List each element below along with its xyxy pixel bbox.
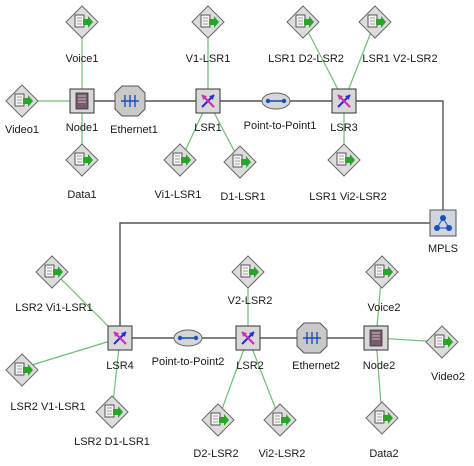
server-icon xyxy=(69,88,95,114)
link-d2lsr2-lsr2 xyxy=(217,337,249,421)
link-vi2lsr2-lsr2 xyxy=(247,337,281,421)
node-lsr2-vi1-lsr1[interactable]: LSR2 Vi1-LSR1 xyxy=(15,255,93,314)
node-label: Node1 xyxy=(66,122,98,134)
application-icon xyxy=(5,84,39,118)
node-label: V2-LSR2 xyxy=(228,295,273,307)
node-v1-lsr1[interactable]: V1-LSR1 xyxy=(186,5,231,65)
router-icon xyxy=(107,325,133,351)
mpls-cloud-icon xyxy=(429,209,457,237)
node-label: Vi2-LSR2 xyxy=(259,448,306,460)
link-lsr1d2-lsr3 xyxy=(302,21,345,102)
node-label: Node2 xyxy=(363,360,395,372)
application-icon xyxy=(191,5,225,39)
point-to-point-icon xyxy=(173,329,203,347)
node-v2-lsr2[interactable]: V2-LSR2 xyxy=(228,255,273,307)
application-icon xyxy=(65,5,99,39)
link-lsr1v2-lsr3 xyxy=(343,21,376,102)
node-label: D2-LSR2 xyxy=(193,448,238,460)
node-vi2-lsr2[interactable]: Vi2-LSR2 xyxy=(259,403,306,460)
node-point-to-point2[interactable]: Point-to-Point2 xyxy=(152,329,225,368)
node-label: LSR2 V1-LSR1 xyxy=(10,401,85,413)
node-label: LSR1 D2-LSR2 xyxy=(268,53,344,65)
node-data2[interactable]: Data2 xyxy=(365,401,399,460)
node-lsr4[interactable]: LSR4 xyxy=(106,325,134,372)
server-icon xyxy=(363,325,389,351)
application-icon xyxy=(163,143,197,177)
node-lsr1[interactable]: LSR1 xyxy=(194,88,222,134)
router-icon xyxy=(235,325,261,351)
node-d2-lsr2[interactable]: D2-LSR2 xyxy=(193,403,239,460)
node-lsr2-v1-lsr1[interactable]: LSR2 V1-LSR1 xyxy=(5,353,86,413)
node-video2[interactable]: Video2 xyxy=(425,325,465,383)
node-voice1[interactable]: Voice1 xyxy=(65,5,99,65)
node-label: LSR1 V2-LSR2 xyxy=(362,53,437,65)
point-to-point-icon xyxy=(261,92,291,110)
node-node2[interactable]: Node2 xyxy=(363,325,395,372)
node-lsr1-v2-lsr2[interactable]: LSR1 V2-LSR2 xyxy=(358,5,438,65)
ethernet-hub-icon xyxy=(296,322,328,354)
node-label: Video2 xyxy=(431,371,465,383)
node-label: D1-LSR1 xyxy=(220,191,265,203)
node-mpls[interactable]: MPLS xyxy=(428,209,458,255)
node-lsr2[interactable]: LSR2 xyxy=(235,325,264,372)
application-icon xyxy=(65,143,99,177)
node-label: Ethernet2 xyxy=(292,360,340,372)
application-icon xyxy=(358,5,392,39)
node-label: MPLS xyxy=(428,243,458,255)
node-point-to-point1[interactable]: Point-to-Point1 xyxy=(244,92,317,132)
node-video1[interactable]: Video1 xyxy=(5,84,39,136)
node-label: LSR4 xyxy=(106,360,134,372)
link-mpls-lsr4 xyxy=(119,222,443,338)
node-lsr3[interactable]: LSR3 xyxy=(330,88,358,134)
node-voice2[interactable]: Voice2 xyxy=(365,255,401,314)
node-ethernet2[interactable]: Ethernet2 xyxy=(292,322,340,372)
node-vi1-lsr1[interactable]: Vi1-LSR1 xyxy=(155,143,202,201)
node-data1[interactable]: Data1 xyxy=(65,143,99,201)
node-label: LSR1 Vi2-LSR2 xyxy=(309,191,386,203)
node-lsr2-d1-lsr1[interactable]: LSR2 D1-LSR1 xyxy=(74,395,150,448)
node-ethernet1[interactable]: Ethernet1 xyxy=(110,85,158,136)
application-icon xyxy=(201,403,235,437)
node-label: Data2 xyxy=(369,448,398,460)
node-label: Ethernet1 xyxy=(110,124,158,136)
application-icon xyxy=(425,325,459,359)
node-label: Video1 xyxy=(5,124,39,136)
node-label: Data1 xyxy=(67,189,96,201)
node-label: Voice2 xyxy=(367,302,400,314)
node-node1[interactable]: Node1 xyxy=(66,88,98,134)
link-lsr2v1-lsr4 xyxy=(21,337,121,369)
application-icon xyxy=(327,143,361,177)
node-label: Point-to-Point1 xyxy=(244,120,317,132)
node-label: LSR3 xyxy=(330,122,358,134)
node-lsr1-vi2-lsr2[interactable]: LSR1 Vi2-LSR2 xyxy=(309,143,387,203)
application-icon xyxy=(95,395,129,429)
application-icon xyxy=(365,401,399,435)
node-label: LSR2 Vi1-LSR1 xyxy=(15,302,92,314)
ethernet-hub-icon xyxy=(114,85,146,117)
application-icon xyxy=(365,255,399,289)
node-label: Voice1 xyxy=(65,53,98,65)
node-d1-lsr1[interactable]: D1-LSR1 xyxy=(220,145,266,203)
application-icon xyxy=(223,145,257,179)
application-icon xyxy=(286,5,320,39)
application-icon xyxy=(263,403,297,437)
node-label: Point-to-Point2 xyxy=(152,356,225,368)
application-icon xyxy=(5,353,39,387)
node-lsr1-d2-lsr2[interactable]: LSR1 D2-LSR2 xyxy=(268,5,344,65)
router-icon xyxy=(331,88,357,114)
node-label: LSR2 xyxy=(236,360,264,372)
application-icon xyxy=(231,255,265,289)
node-label: V1-LSR1 xyxy=(186,53,231,65)
link-lsr3-mpls xyxy=(344,100,444,223)
node-label: Vi1-LSR1 xyxy=(155,189,202,201)
router-icon xyxy=(195,88,221,114)
node-label: LSR2 D1-LSR1 xyxy=(74,436,150,448)
application-icon xyxy=(35,255,69,289)
node-label: LSR1 xyxy=(194,122,222,134)
